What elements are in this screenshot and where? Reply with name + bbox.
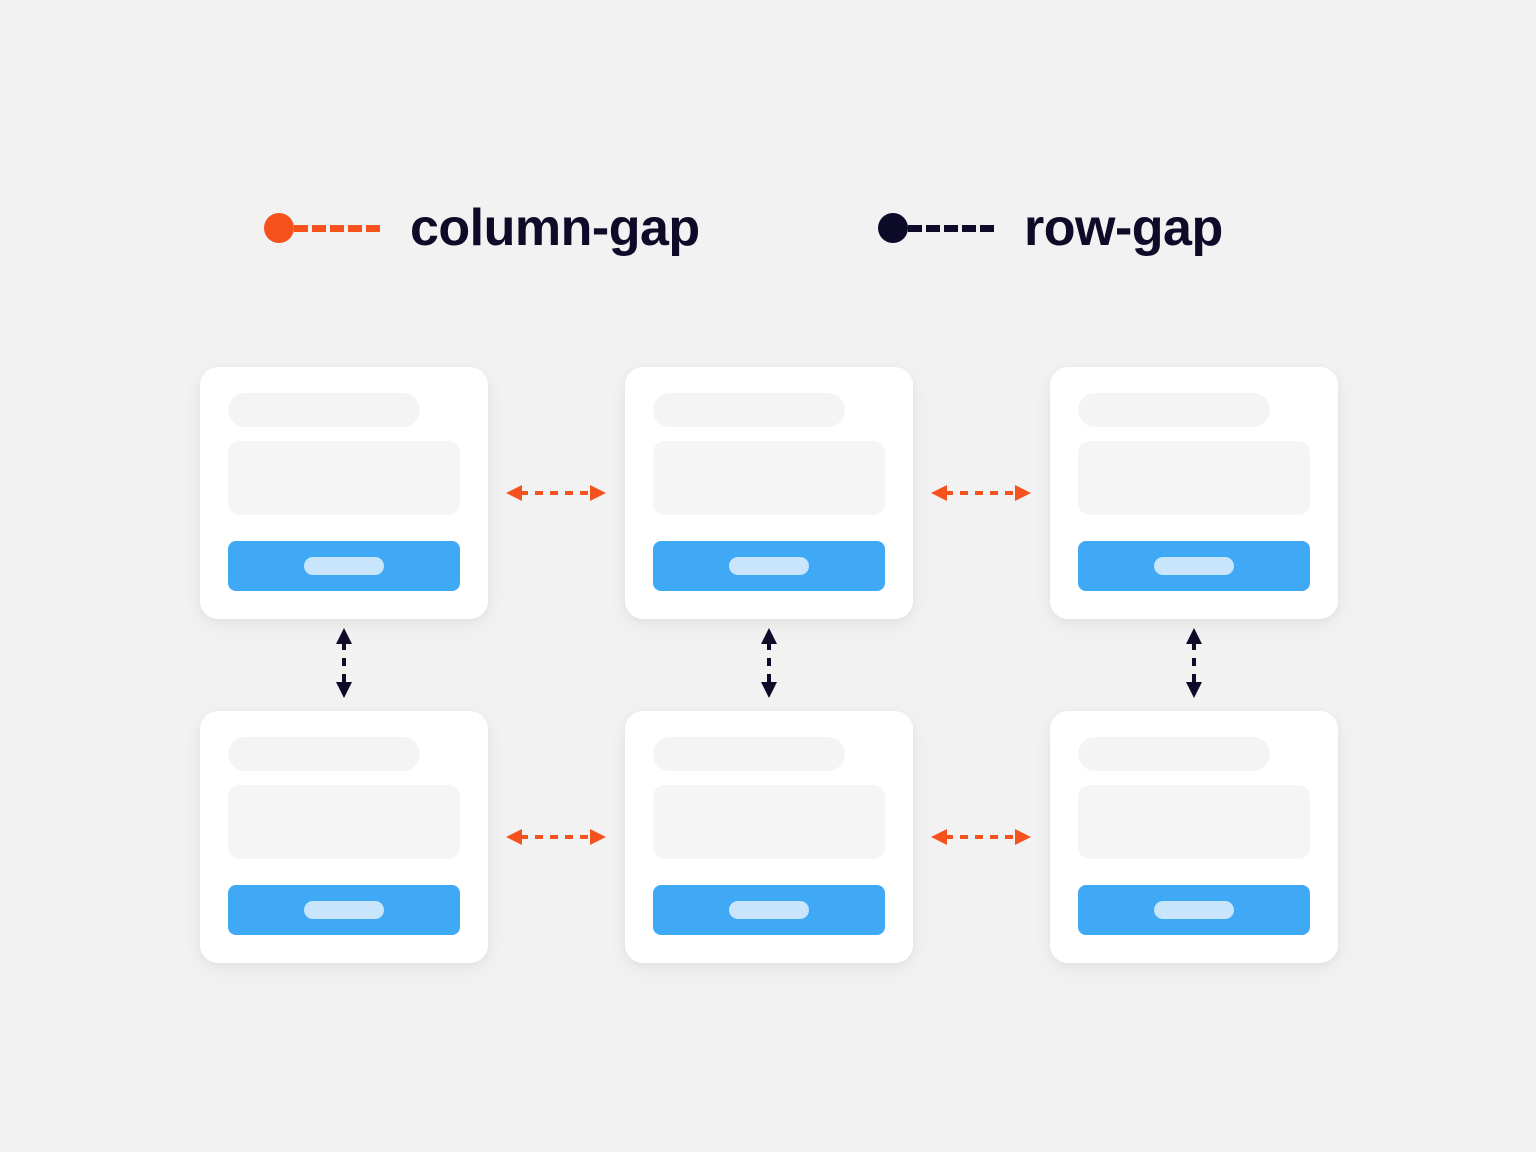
column-gap-arrow-icon	[929, 480, 1033, 506]
card-action-button[interactable]	[228, 541, 460, 591]
legend-label-row-gap: row-gap	[1024, 199, 1223, 257]
card-button-label-placeholder	[304, 901, 384, 919]
row-gap-arrow-icon	[756, 626, 782, 700]
card-body-placeholder	[228, 785, 460, 859]
column-gap-arrow-icon	[504, 824, 608, 850]
dashed-line-icon	[908, 224, 994, 232]
card-title-placeholder	[1078, 737, 1270, 771]
card-title-placeholder	[653, 737, 845, 771]
card-button-label-placeholder	[1154, 901, 1234, 919]
card-button-label-placeholder	[729, 901, 809, 919]
grid-card[interactable]	[1050, 711, 1338, 963]
column-gap-arrow-icon	[929, 824, 1033, 850]
card-button-label-placeholder	[729, 557, 809, 575]
card-action-button[interactable]	[653, 541, 885, 591]
card-title-placeholder	[653, 393, 845, 427]
legend-dot-icon	[264, 213, 294, 243]
card-button-label-placeholder	[304, 557, 384, 575]
legend-dot-icon	[878, 213, 908, 243]
card-title-placeholder	[1078, 393, 1270, 427]
legend-item-row-gap: row-gap	[878, 202, 1223, 254]
card-action-button[interactable]	[228, 885, 460, 935]
row-gap-arrow-icon	[1181, 626, 1207, 700]
grid-card[interactable]	[625, 711, 913, 963]
card-title-placeholder	[228, 393, 420, 427]
grid-card[interactable]	[1050, 367, 1338, 619]
card-body-placeholder	[653, 441, 885, 515]
grid-card[interactable]	[200, 711, 488, 963]
card-body-placeholder	[228, 441, 460, 515]
grid-card[interactable]	[625, 367, 913, 619]
card-button-label-placeholder	[1154, 557, 1234, 575]
card-body-placeholder	[1078, 785, 1310, 859]
card-body-placeholder	[653, 785, 885, 859]
card-title-placeholder	[228, 737, 420, 771]
card-action-button[interactable]	[653, 885, 885, 935]
column-gap-arrow-icon	[504, 480, 608, 506]
card-action-button[interactable]	[1078, 541, 1310, 591]
card-body-placeholder	[1078, 441, 1310, 515]
card-action-button[interactable]	[1078, 885, 1310, 935]
legend-item-column-gap: column-gap	[264, 202, 700, 254]
legend-label-column-gap: column-gap	[410, 199, 700, 257]
row-gap-arrow-icon	[331, 626, 357, 700]
dashed-line-icon	[294, 224, 380, 232]
grid-card[interactable]	[200, 367, 488, 619]
